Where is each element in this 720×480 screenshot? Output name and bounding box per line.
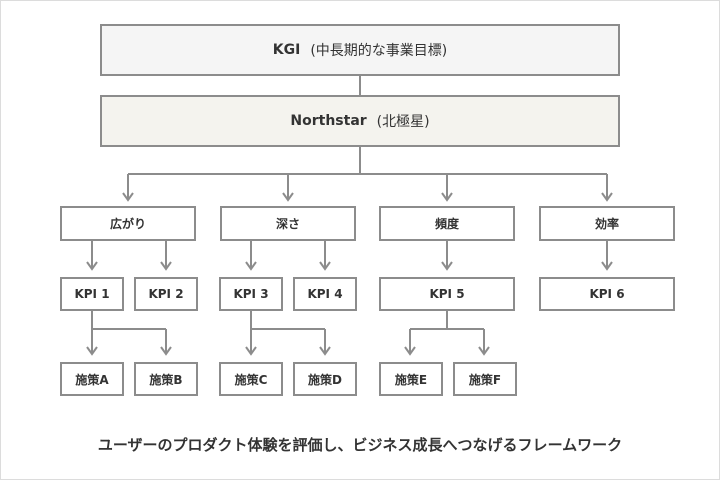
arrow-head-icon	[245, 261, 257, 271]
arrow-head-icon	[160, 261, 172, 271]
arrow-head-icon	[122, 192, 134, 202]
arrow-head-icon	[282, 192, 294, 202]
northstar-note: (北極星)	[376, 114, 430, 130]
northstar-label: Northstar	[290, 113, 367, 129]
category-fukasa: 深さ	[220, 206, 356, 241]
arrow-head-icon	[319, 261, 331, 271]
measure-e: 施策E	[379, 362, 443, 396]
kpi-6: KPI 6	[539, 277, 675, 311]
arrow-head-icon	[601, 261, 613, 271]
kpi-4: KPI 4	[293, 277, 357, 311]
category-kouritsu: 効率	[539, 206, 675, 241]
arrow-head-icon	[86, 346, 98, 356]
kgi-box: KGI (中長期的な事業目標)	[100, 24, 620, 76]
arrow-head-icon	[245, 346, 257, 356]
kgi-note: (中長期的な事業目標)	[310, 43, 448, 59]
arrow-head-icon	[86, 261, 98, 271]
category-hirogari: 広がり	[60, 206, 196, 241]
category-hindo: 頻度	[379, 206, 515, 241]
measure-f: 施策F	[453, 362, 517, 396]
arrow-head-icon	[319, 346, 331, 356]
arrow-head-icon	[441, 192, 453, 202]
kgi-label: KGI	[272, 42, 301, 58]
arrow-head-icon	[404, 346, 416, 356]
measure-a: 施策A	[60, 362, 124, 396]
arrow-head-icon	[478, 346, 490, 356]
measure-b: 施策B	[134, 362, 198, 396]
kpi-3: KPI 3	[219, 277, 283, 311]
measure-d: 施策D	[293, 362, 357, 396]
arrow-head-icon	[441, 261, 453, 271]
kpi-2: KPI 2	[134, 277, 198, 311]
arrow-head-icon	[601, 192, 613, 202]
kpi-5: KPI 5	[379, 277, 515, 311]
framework-caption: ユーザーのプロダクト体験を評価し、ビジネス成長へつなげるフレームワーク	[97, 436, 623, 454]
northstar-box: Northstar (北極星)	[100, 95, 620, 147]
measure-c: 施策C	[219, 362, 283, 396]
arrow-head-icon	[160, 346, 172, 356]
kpi-1: KPI 1	[60, 277, 124, 311]
